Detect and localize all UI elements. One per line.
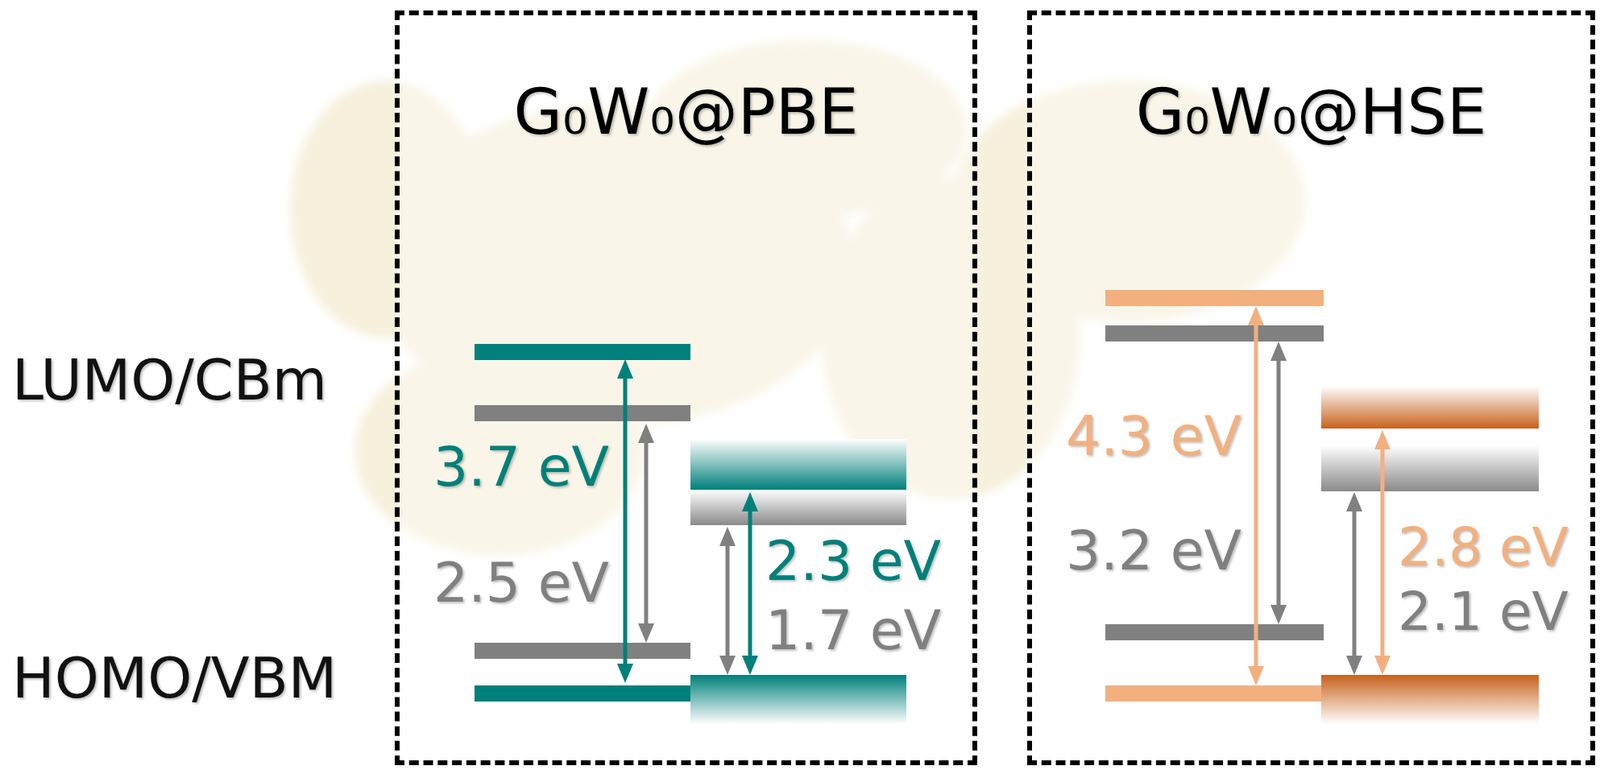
gap-value: 2.5 eV [433,555,610,611]
panel-title: G₀W₀@HSE [1032,75,1591,149]
method-panel: G₀W₀@HSE [1027,10,1596,766]
gap-value: 3.2 eV [1065,523,1242,579]
level-label: LUMO/CBm [12,352,328,409]
gap-value: 2.3 eV [765,534,941,589]
gap-value: 2.1 eV [1397,585,1569,639]
panel-title: G₀W₀@PBE [399,75,973,149]
gap-value: 2.8 eV [1397,521,1569,575]
gap-value: 4.3 eV [1065,409,1242,465]
level-label: HOMO/VBM [12,650,337,707]
gap-value: 3.7 eV [433,439,610,495]
gap-value: 1.7 eV [765,603,941,659]
